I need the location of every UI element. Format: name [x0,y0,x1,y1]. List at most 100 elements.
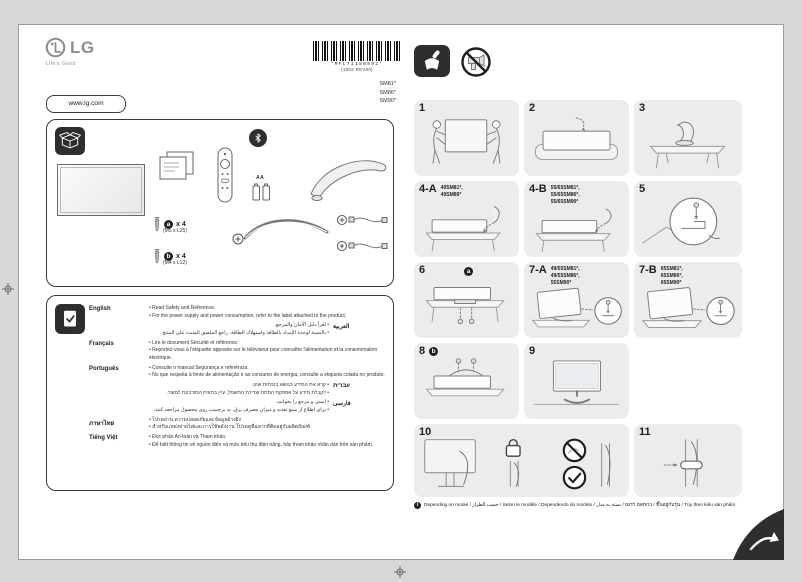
language-row-hebrew: עברית • קרא את המידע בנושא בטיחות ועיון.… [89,382,389,397]
language-rows: English • Read Safety and Reference. • F… [89,305,389,452]
screw-a-row: a x 4 [153,215,186,233]
step-6-panel: 6 a [414,262,519,338]
step-8-illustration-fasten-screws [417,352,516,417]
no-power-drill-icon [461,47,491,77]
model-name: SM90* [379,98,396,105]
instruction-line: • No que respeita à fonte de alimentação… [149,372,385,379]
bracket-accessory-icon [232,219,329,245]
step-11-panel: 11 [634,424,742,497]
language-row-thai: ภาษาไทย • โปรดอ่าน ความปลอดภัยและข้อมูลอ… [89,417,389,432]
language-row-english: English • Read Safety and Reference. • F… [89,305,389,320]
instruction-line: • بالنسبة لوحدة الإمداد بالطاقة واستهلاك… [161,329,329,336]
language-name: العربية [333,324,350,331]
info-icon: i [414,501,421,509]
instruction-line: • Reportez-vous à l'étiquette apposée su… [149,347,378,361]
remote-control-icon [217,147,233,203]
model-line: 49SM81*, [440,185,463,191]
instruction-line: • קרא את המידע בנושא בטיחות ועיון. [251,382,329,389]
model-line: 55SM90* [550,280,572,286]
language-name: עברית [333,383,351,390]
step-3-illustration-stand-neck [637,109,739,174]
website-box: www.lg.com [46,95,126,113]
screw-a-badge: a [464,267,473,276]
step-1-panel: 1 [414,100,519,176]
step-2-illustration-lay-flat [527,109,626,174]
step-model-list: 55/65SM81*, 55/65SM86*, 55/65SM90* [551,184,580,206]
instruction-line: • Đọc phần An toàn và Tham khảo. [149,434,227,441]
step-number: 4-B [529,183,547,195]
screw-a-badge: a [164,219,173,229]
model-line: 55/65SM86*, [550,192,580,198]
instruction-line: • โปรดอ่าน ความปลอดภัยและข้อมูลอ้างอิง [149,416,241,423]
step-10-panel: 10 [414,424,629,497]
step-2-panel: 2 [524,100,629,176]
step-4a-panel: 4-A 49SM81*, 49SM86* [414,181,519,257]
screw-b-qty: x 4 [176,252,186,260]
model-line: 49SM86* [440,192,462,198]
language-row-arabic: العربية • اقرأ دليل الأمان والمرجع. • با… [89,322,389,337]
model-line: 49/55SM86*, [550,273,580,279]
batteries-icon [252,183,270,201]
step-5-panel: 5 [634,181,742,257]
page-turn-arrow-icon [733,509,784,560]
step-number: 7-A [529,264,547,276]
language-name: Português [89,365,119,372]
soft-brush-icon [414,45,450,77]
step-number: 4-A [419,183,437,195]
step-model-list: 65SM81*, 65SM86*, 65SM90* [661,265,683,287]
instruction-line: • ایمنی و مرجع را بخوانید. [276,399,329,406]
screw-b-badge: b [164,251,173,261]
barcode-revision: (1902-REV00) [341,67,373,72]
step-10-illustration-cable-management [417,433,626,495]
step-4b-panel: 4-B 55/65SM81*, 55/65SM86*, 55/65SM90* [524,181,629,257]
language-row-portuguese: Português • Consulte o manual Segurança … [89,365,389,380]
step-number: 2 [529,102,536,114]
padlock-icon [505,439,521,457]
step-1-illustration-carry-tv [417,109,516,174]
bluetooth-icon [249,129,267,147]
battery-label: AA [256,175,265,181]
model-line: 49/55SM81*, [550,266,580,272]
step-number: 3 [639,102,646,114]
barcode-icon [313,41,401,61]
registration-mark-left [2,283,14,295]
registration-mark-bottom [394,566,406,578]
language-name: فارسی [333,401,351,408]
screw-b-spec: (M4 x L12) [163,260,187,266]
check-icon [562,465,587,490]
instruction-line: • برای اطلاع از منبع تغذیه و میزان مصرف … [153,406,329,413]
warning-icons [414,45,494,79]
step-number: 11 [639,426,651,438]
screw-b-badge: b [429,347,439,356]
step-number: 5 [639,183,646,195]
language-name: Tiếng Việt [89,435,118,442]
stand-base-icon [310,160,387,201]
language-name: Français [89,340,114,347]
read-manual-check-icon [55,304,85,334]
step-9-panel: 9 [524,343,629,419]
step-7b-panel: 7-B 65SM81*, 65SM86*, 65SM90* [634,262,742,338]
instruction-line: • Consulte o manual Segurança e referênc… [149,364,249,371]
instruction-line: • For the power supply and power consump… [149,312,347,319]
step-number: 8 [419,345,426,357]
instruction-line: • สำหรับแหล่งจ่ายไฟและการใช้พลังงาน โปรด… [149,424,310,431]
manuals-icon [159,151,194,180]
step-number: 9 [529,345,536,357]
instruction-line: • לקבלת מידע על אספקת המתח וצריכת החשמל,… [166,389,329,396]
instruction-line: • Để biết thông tin về nguồn điện và mức… [149,441,374,448]
model-line: 65SM81*, [660,266,683,272]
step-model-list: 49SM81*, 49SM86* [441,184,463,199]
tv-panel-illustration [57,164,145,216]
cables-icon [337,215,388,251]
language-instructions-box: English • Read Safety and Reference. • F… [46,295,394,491]
lg-logo-text: LG [70,37,95,57]
screw-icon [154,217,160,232]
accessories-box: AA a x 4 (M5 x L25) [46,119,394,287]
step-7b-illustration-screw-detail [637,282,739,336]
instruction-line: • Lire le document Sécurité et référence… [149,339,239,346]
step-11-illustration-cable-clip [637,433,739,495]
model-line: 65SM86*, [660,273,683,279]
step-4a-illustration-attach-stand [417,194,516,255]
language-row-french: Français • Lire le document Sécurité et … [89,340,389,363]
